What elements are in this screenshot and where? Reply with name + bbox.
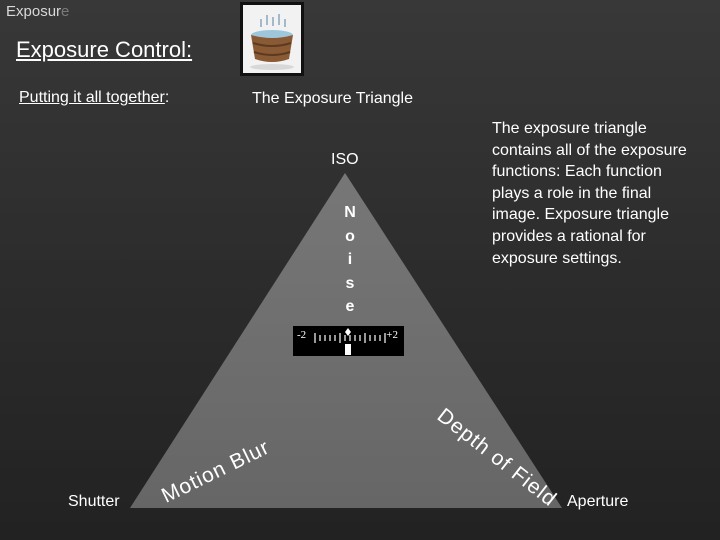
deck-title: Exposure	[6, 3, 69, 20]
noise-letter: o	[345, 227, 355, 245]
noise-letter: s	[345, 274, 355, 292]
shutter-label: Shutter	[68, 493, 120, 510]
noise-vertical-text: N o i s e	[340, 201, 360, 319]
noise-letter: i	[347, 251, 353, 268]
meter-minus-label: -2	[297, 329, 307, 341]
diagram-title: The Exposure Triangle	[252, 90, 413, 107]
noise-letter: N	[344, 204, 356, 221]
subhead-left: Putting it all together:	[19, 89, 169, 107]
subhead-left-text: Putting it all together	[19, 89, 165, 106]
noise-letter: e	[345, 298, 355, 315]
subhead-left-suffix: :	[164, 89, 170, 106]
hot-tub-icon	[240, 2, 304, 76]
exposure-meter-icon: -2 +2	[293, 326, 404, 356]
meter-plus-label: +2	[386, 329, 398, 341]
iso-label: ISO	[331, 151, 359, 168]
description-text: The exposure triangle contains all of th…	[492, 120, 687, 267]
meter-scale	[314, 328, 386, 355]
deck-title-main: Exposur	[6, 3, 62, 20]
deck-title-tail: e	[61, 3, 70, 20]
slide-heading: Exposure Control:	[16, 37, 193, 62]
aperture-label: Aperture	[567, 493, 629, 510]
